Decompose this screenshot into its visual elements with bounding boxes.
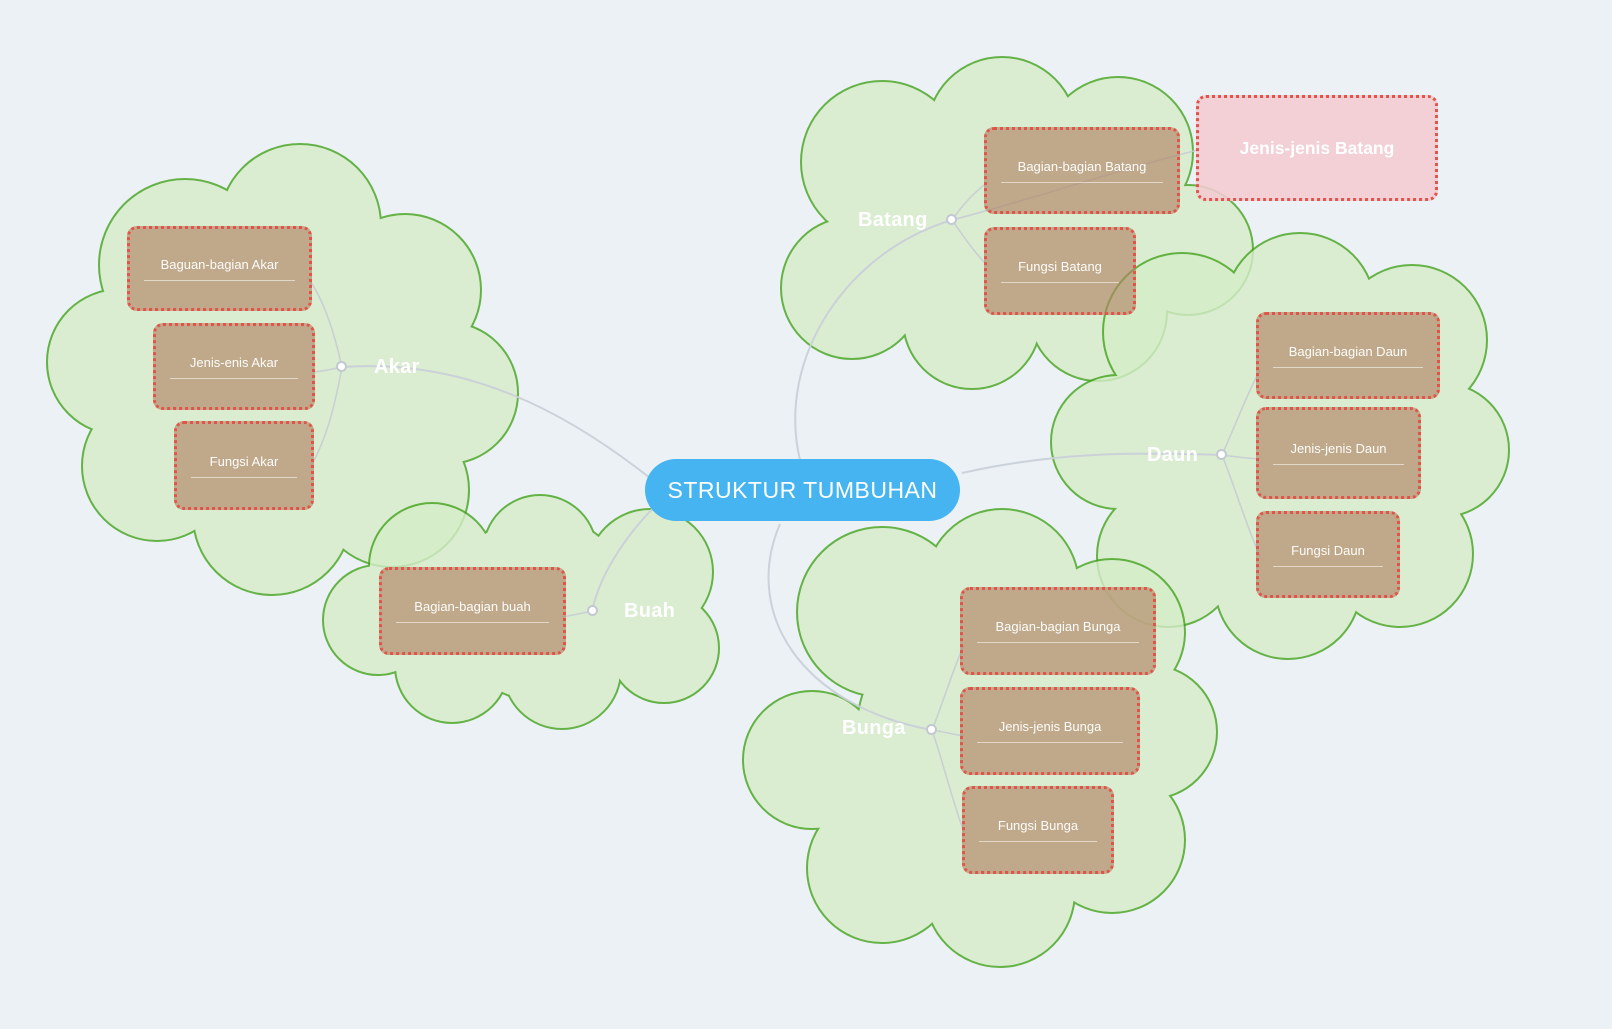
node-label: Fungsi Bunga [979,818,1097,842]
node-fungsi-bunga[interactable]: Fungsi Bunga [962,786,1114,874]
connector-center-daun [961,452,1223,474]
branch-label-buah[interactable]: Buah [624,600,676,622]
node-jenis-jenis-daun[interactable]: Jenis-jenis Daun [1256,407,1421,499]
connector-center-akar [341,365,651,479]
node-bagian-bagian-batang[interactable]: Bagian-bagian Batang [984,127,1180,214]
node-jenis-jenis-bunga[interactable]: Jenis-jenis Bunga [960,687,1140,775]
node-label: Fungsi Batang [1001,259,1119,283]
node-label: Jenis-jenis Bunga [977,719,1123,743]
connector-center-bunga [767,523,933,731]
node-fungsi-daun[interactable]: Fungsi Daun [1256,511,1400,598]
branch-handle-buah[interactable] [587,605,598,616]
branch-handle-bunga[interactable] [926,724,937,735]
central-node[interactable]: STRUKTUR TUMBUHAN [645,459,960,521]
connector-center-batang [794,219,953,461]
node-baguan-bagian-akar[interactable]: Baguan-bagian Akar [127,226,312,311]
node-bagian-bagian-bunga[interactable]: Bagian-bagian Bunga [960,587,1156,675]
node-label: Baguan-bagian Akar [144,257,295,281]
node-label: Jenis-jenis Daun [1273,441,1404,465]
node-label: Fungsi Daun [1273,543,1383,567]
node-label: Bagian-bagian buah [396,599,549,623]
node-label: Bagian-bagian Batang [1001,159,1163,183]
node-jenis-jenis-batang[interactable]: Jenis-jenis Batang [1196,95,1438,201]
node-label: Jenis-jenis Batang [1239,137,1395,158]
branch-label-akar[interactable]: Akar [374,356,420,378]
node-fungsi-akar[interactable]: Fungsi Akar [174,421,314,510]
node-label: Jenis-enis Akar [170,355,298,379]
central-node-label: STRUKTUR TUMBUHAN [667,476,938,503]
node-jenis-enis-akar[interactable]: Jenis-enis Akar [153,323,315,410]
node-label: Fungsi Akar [191,454,297,478]
branch-handle-batang[interactable] [946,214,957,225]
branch-label-batang[interactable]: Batang [858,209,928,231]
node-fungsi-batang[interactable]: Fungsi Batang [984,227,1136,315]
branch-label-daun[interactable]: Daun [1147,444,1199,466]
child-connectors [307,149,1261,833]
connector-center-buah [592,505,656,608]
node-bagian-bagian-buah[interactable]: Bagian-bagian buah [379,567,566,655]
branch-label-bunga[interactable]: Bunga [842,717,906,739]
branch-connectors [341,219,1223,731]
branch-handle-daun[interactable] [1216,449,1227,460]
node-label: Bagian-bagian Daun [1273,344,1423,368]
branch-handle-akar[interactable] [336,361,347,372]
node-label: Bagian-bagian Bunga [977,619,1139,643]
node-bagian-bagian-daun[interactable]: Bagian-bagian Daun [1256,312,1440,399]
